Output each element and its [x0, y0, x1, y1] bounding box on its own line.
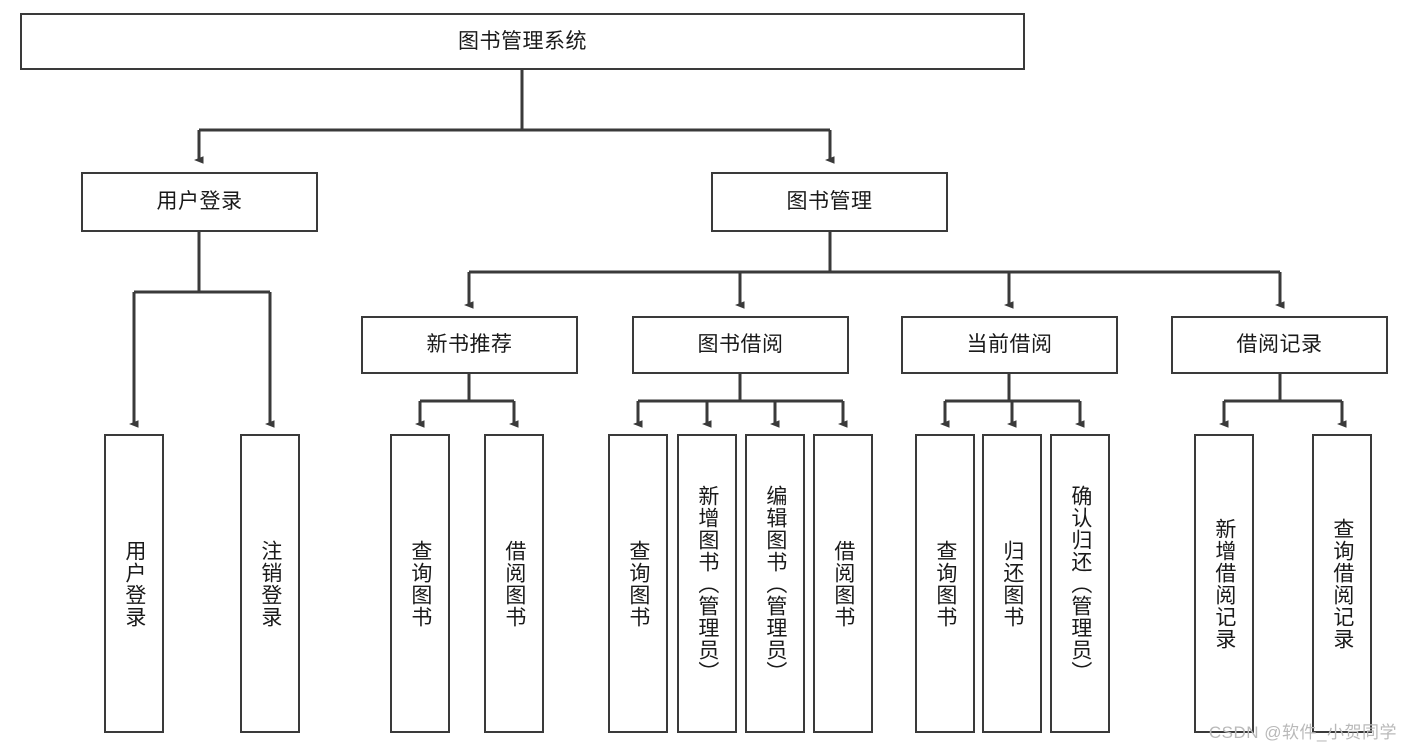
leaf-add-book-admin[interactable]: 新增图书（管理员）	[677, 434, 737, 733]
leaf-query-borrow-record[interactable]: 查询借阅记录	[1312, 434, 1372, 733]
leaf-query-book-recommend[interactable]: 查询图书	[390, 434, 450, 733]
node-book-management[interactable]: 图书管理	[711, 172, 948, 232]
edge-newbook-to-leaves	[415, 374, 519, 428]
node-current-borrow[interactable]: 当前借阅	[901, 316, 1118, 374]
leaf-add-book-admin-label: 新增图书（管理员）	[695, 484, 719, 683]
node-root-label: 图书管理系统	[458, 29, 587, 53]
leaf-add-borrow-record[interactable]: 新增借阅记录	[1194, 434, 1254, 733]
leaf-query-book-borrow[interactable]: 查询图书	[608, 434, 668, 733]
node-current-borrow-label: 当前借阅	[966, 333, 1053, 357]
watermark-text: CSDN @软件_小贺同学	[1208, 723, 1397, 742]
leaf-user-login[interactable]: 用户登录	[104, 434, 164, 733]
leaf-query-book-recommend-label: 查询图书	[408, 539, 432, 628]
leaf-query-book-current-label: 查询图书	[933, 539, 957, 628]
node-borrow-records[interactable]: 借阅记录	[1171, 316, 1388, 374]
node-new-book-recommend[interactable]: 新书推荐	[361, 316, 578, 374]
leaf-confirm-return-admin-label: 确认归还（管理员）	[1068, 484, 1092, 683]
node-new-book-recommend-label: 新书推荐	[426, 333, 513, 357]
edge-root-to-level2	[194, 70, 835, 164]
leaf-query-book-current[interactable]: 查询图书	[915, 434, 975, 733]
leaf-user-login-label: 用户登录	[122, 539, 146, 628]
node-book-borrow-label: 图书借阅	[697, 333, 784, 357]
node-user-login-label: 用户登录	[156, 190, 243, 214]
leaf-edit-book-admin[interactable]: 编辑图书（管理员）	[745, 434, 805, 733]
node-user-login[interactable]: 用户登录	[81, 172, 318, 232]
edge-bookmgmt-to-level3	[464, 232, 1285, 309]
leaf-borrow-book[interactable]: 借阅图书	[813, 434, 873, 733]
leaf-edit-book-admin-label: 编辑图书（管理员）	[763, 484, 787, 683]
node-book-borrow[interactable]: 图书借阅	[632, 316, 849, 374]
leaf-logout-login[interactable]: 注销登录	[240, 434, 300, 733]
edge-userlogin-to-leaves	[129, 232, 275, 428]
leaf-confirm-return-admin[interactable]: 确认归还（管理员）	[1050, 434, 1110, 733]
leaf-borrow-book-recommend[interactable]: 借阅图书	[484, 434, 544, 733]
node-book-management-label: 图书管理	[786, 190, 873, 214]
leaf-query-book-borrow-label: 查询图书	[626, 539, 650, 628]
node-borrow-records-label: 借阅记录	[1236, 333, 1323, 357]
leaf-add-borrow-record-label: 新增借阅记录	[1212, 517, 1236, 650]
leaf-query-borrow-record-label: 查询借阅记录	[1330, 517, 1354, 650]
leaf-logout-login-label: 注销登录	[258, 539, 282, 628]
edge-borrowbook-to-leaves	[633, 374, 848, 428]
node-root-system[interactable]: 图书管理系统	[20, 13, 1025, 70]
leaf-borrow-book-recommend-label: 借阅图书	[502, 539, 526, 628]
edge-current-to-leaves	[940, 374, 1085, 428]
leaf-return-book-label: 归还图书	[1000, 539, 1024, 628]
leaf-borrow-book-label: 借阅图书	[831, 539, 855, 628]
leaf-return-book[interactable]: 归还图书	[982, 434, 1042, 733]
edge-records-to-leaves	[1219, 374, 1347, 428]
